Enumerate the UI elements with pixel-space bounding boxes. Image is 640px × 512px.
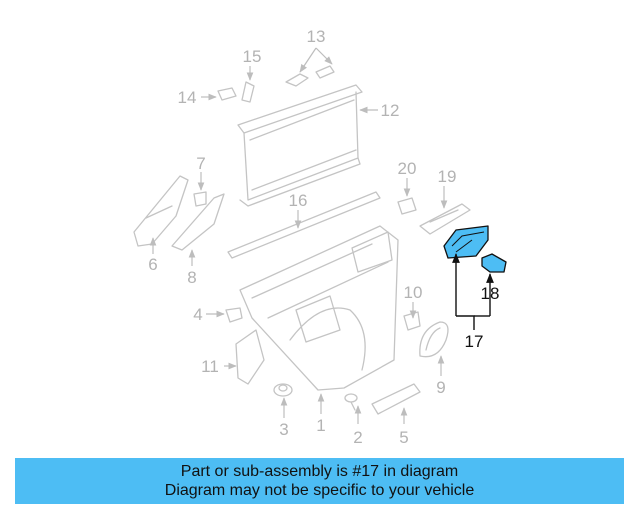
- trim-part-6: [133, 175, 189, 247]
- callout-3: 3: [279, 420, 288, 439]
- grommet-part-3: [273, 383, 293, 397]
- callout-15: 15: [243, 47, 262, 66]
- clip-part-7: [193, 191, 207, 207]
- clip-part-10: [403, 311, 421, 331]
- door-panel-part: [239, 225, 399, 391]
- callout-18: 18: [481, 284, 500, 303]
- callout-8: 8: [187, 268, 196, 287]
- belt-strip-part: [227, 191, 381, 259]
- info-banner: Part or sub-assembly is #17 in diagram D…: [15, 458, 624, 504]
- callout-9: 9: [436, 378, 445, 397]
- callout-11: 11: [201, 357, 219, 376]
- clip-part-20: [397, 197, 417, 215]
- switch-assembly-part-17: [443, 225, 489, 259]
- callout-5: 5: [399, 428, 408, 447]
- callout-4: 4: [193, 305, 202, 324]
- banner-line-disclaimer: Diagram may not be specific to your vehi…: [164, 482, 475, 499]
- callout-6: 6: [148, 255, 157, 274]
- pocket-part-5: [371, 383, 421, 415]
- connector-part-18: [481, 253, 507, 273]
- bracket-part-11: [235, 329, 265, 385]
- callout-19: 19: [438, 167, 457, 186]
- leader-lines-highlight: [452, 253, 494, 330]
- leader-lines: [149, 47, 448, 424]
- clip-part-4: [225, 307, 243, 323]
- handle-part-19: [419, 203, 471, 235]
- callout-17: 17: [465, 332, 484, 351]
- shade-hooks-part: [285, 65, 335, 87]
- callout-20: 20: [398, 159, 417, 178]
- screw-part-2: [344, 393, 358, 411]
- clip-part-14: [217, 87, 237, 101]
- parts-diagram: 1 2 3 4 5 6 7 8 9 10 11 12 13 14 15 16 1…: [133, 27, 507, 447]
- callout-2: 2: [353, 428, 362, 447]
- sunshade-part: [237, 84, 363, 207]
- bracket-part-15: [241, 81, 255, 103]
- callout-14: 14: [178, 88, 197, 107]
- callout-10: 10: [404, 283, 423, 302]
- garnish-part-8: [171, 193, 225, 251]
- bezel-part-9: [419, 321, 449, 358]
- callout-7: 7: [196, 154, 205, 173]
- callout-16: 16: [289, 191, 308, 210]
- banner-line-part: Part or sub-assembly is #17 in diagram: [180, 463, 459, 480]
- callout-13: 13: [307, 27, 326, 46]
- callout-12: 12: [381, 101, 400, 120]
- callout-1: 1: [316, 416, 325, 435]
